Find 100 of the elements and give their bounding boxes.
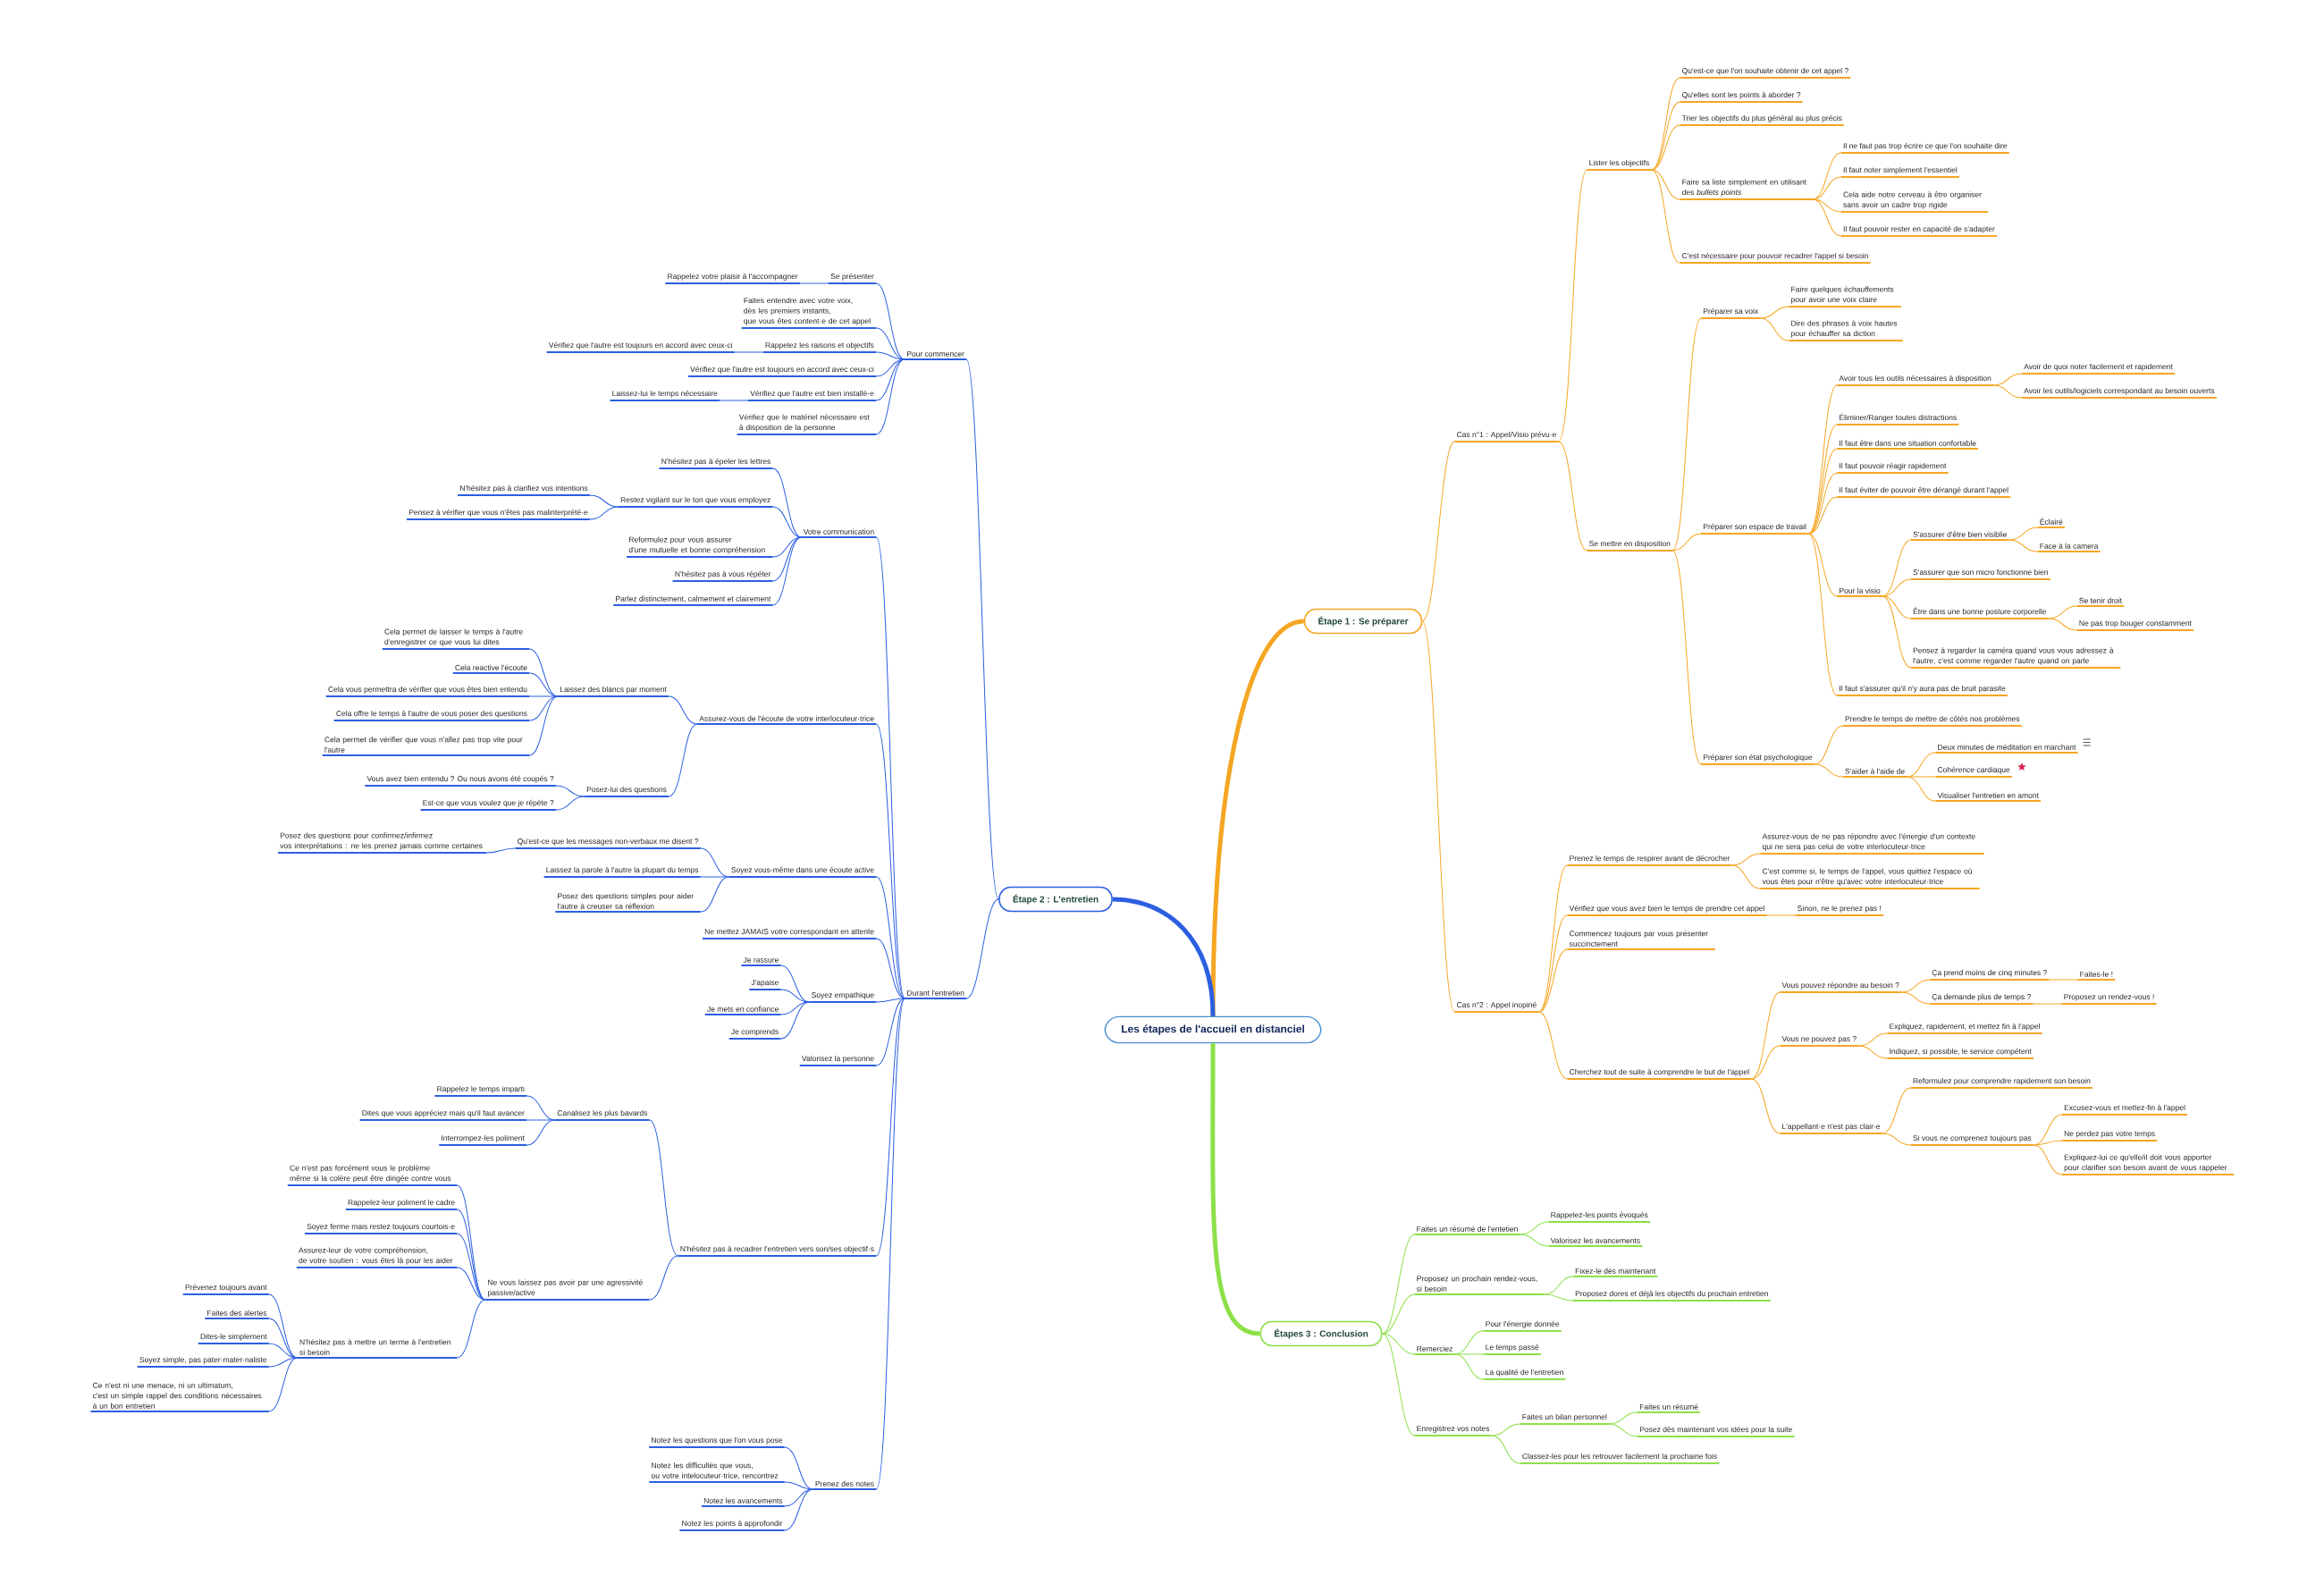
- connector-line: [780, 1001, 810, 1040]
- connector-line: [2049, 979, 2078, 981]
- connector-line: [526, 1119, 556, 1146]
- connector-line: [1544, 1276, 1574, 1295]
- topic-label: Je comprends: [728, 1028, 782, 1040]
- topic-label: Reformulez pour vous assurer d'une mutuelle et bonne compréhension: [626, 536, 774, 558]
- topic-label: Cas n°2 : Appel inopiné: [1453, 1001, 1540, 1013]
- branch-box: Étapes 3 : Conclusion: [1259, 1320, 1383, 1347]
- topic-label: Parlez distinctement, calmement et clairement: [612, 595, 774, 606]
- topic-label: Je rassure: [740, 956, 782, 966]
- connector-line: [1807, 533, 1838, 597]
- topic-label: C'est comme si, le temps de l'appel, vous quittiez l'espace où vous êtes pour n'être qu'avec votre interlocuteur·trice: [1759, 868, 1981, 889]
- topic-label: Prenez le temps de respirer avant de décrocher: [1566, 855, 1733, 866]
- connector-line: [1882, 1087, 1912, 1134]
- connector-line: [965, 358, 999, 900]
- topic-label: Pour l'énergie donnée: [1482, 1320, 1562, 1332]
- connector-line: [1671, 317, 1702, 552]
- topic-label: Qu'elles sont les points à aborder ?: [1679, 91, 1804, 103]
- topic-label: Pour commencer: [904, 350, 968, 360]
- topic-label: La qualité de l'entretien: [1482, 1369, 1567, 1380]
- connector-line: [668, 723, 698, 797]
- topic-label: Cela permet de vérifier que vous n'allez pas trop vite pour l'autre: [321, 736, 531, 756]
- topic-label: Durant l'entretien: [904, 990, 968, 999]
- connector-line: [1759, 306, 1789, 319]
- topic-label: Il faut pouvoir réagir rapidement: [1836, 462, 1949, 474]
- connector-line: [772, 467, 802, 538]
- connector-line: [780, 1001, 810, 1015]
- connector-line: [799, 282, 829, 284]
- topic-label: Soyez empathique: [808, 991, 878, 1003]
- topic-label: Être dans une bonne posture corporelle: [1909, 607, 2050, 619]
- branch-line: [1112, 897, 1216, 1016]
- topic-label: Restez vigilant sur le ton que vous employez: [617, 496, 774, 508]
- connector-line: [2008, 539, 2039, 552]
- topic-label: Faire sa liste simplement en utilisant des bullets points: [1679, 179, 1814, 200]
- connector-line: [1544, 1293, 1574, 1301]
- connector-line: [668, 695, 698, 725]
- connector-line: [1650, 169, 1680, 200]
- connector-line: [1814, 725, 1844, 765]
- topic-label: Notez les difficultés que vous, ou votre intelocuteur·trice, rencontrez: [648, 1462, 786, 1483]
- topic-label: Rappelez votre plaisir à l'accompagner: [664, 273, 801, 284]
- topic-label: Enregistrez vos notes: [1413, 1425, 1493, 1436]
- connector-line: [589, 506, 619, 520]
- topic-label: Trier les objectifs du plus général au plus précis: [1679, 114, 1845, 126]
- connector-line: [1906, 776, 1936, 802]
- connector-line: [875, 282, 905, 360]
- connector-line: [1520, 1221, 1549, 1235]
- connector-line: [1992, 384, 2023, 399]
- topic-label: Préparer sa voix: [1700, 307, 1762, 319]
- connector-line: [1608, 1411, 1638, 1425]
- topic-label: Est-ce que vous voulez que je répète ?: [419, 799, 557, 811]
- topic-label: Faites des alertes: [204, 1310, 270, 1319]
- topic-label: Cas n°1 : Appel/Visio prévu·e: [1453, 431, 1560, 442]
- topic-label: L'appellant·e n'est pas clair·e: [1779, 1123, 1883, 1134]
- topic-label: Laissez des blancs par moment: [557, 686, 670, 697]
- connector-line: [875, 998, 905, 1257]
- connector-line: [875, 876, 905, 999]
- connector-line: [1812, 176, 1842, 200]
- connector-line: [784, 1481, 814, 1490]
- topic-label: Éliminer/Ranger toutes distractions: [1836, 413, 1960, 425]
- topic-label: Cela aide notre cerveau à être organiser sans avoir un cadre trop rigide: [1840, 191, 1990, 213]
- topic-label: Prendre le temps de mettre de côtés nos problèmes: [1841, 715, 2023, 727]
- topic-label: N'hésitez pas à mettre un terme à l'entretien si besoin: [296, 1339, 459, 1359]
- topic-label: Assurez-vous de l'écoute de votre interlocuteur·trice: [696, 715, 878, 725]
- connector-line: [1557, 441, 1587, 552]
- topic-label: Commencez toujours par vous présenter succinctement: [1566, 930, 1716, 950]
- connector-line: [485, 847, 516, 854]
- topic-label: Dites que vous appréciez mais qu'il faut avancer: [358, 1109, 528, 1121]
- topic-label: Ce n'est pas forcément vous le problème même si la colère peut être dirigée contre vous: [286, 1165, 459, 1186]
- topic-label: Il faut pouvoir rester en capacité de s'adapter: [1840, 225, 1998, 237]
- topic-label: Dire des phrases à voix hautes pour échauffer sa diction: [1788, 320, 1904, 341]
- topic-label: Cela vous permettra de vérifier que vous êtes bien entendu: [324, 686, 531, 697]
- connector-line: [1992, 373, 2023, 386]
- connector-line: [1882, 595, 1912, 619]
- topic-label: Il ne faut pas trop écrire ce que l'on souhaite dire: [1840, 142, 2010, 154]
- topic-label: Posez des questions simples pour aider l'autre à creuser sa réflexion: [554, 893, 702, 913]
- connector-line: [700, 876, 730, 913]
- connector-line: [2048, 605, 2078, 619]
- topic-label: Expliquez-lui ce qu'elle/il doit vous apporter pour clarifier son besoin avant de vous rappeler: [2060, 1154, 2236, 1175]
- connector-line: [1730, 864, 1761, 889]
- connector-line: [1814, 763, 1844, 778]
- topic-label: Vérifiez que vous avez bien le temps de prendre cet appel: [1566, 905, 1768, 916]
- topic-label: Reformulez pour comprendre rapidement son besoin: [1909, 1077, 2093, 1089]
- topic-label: Proposez un prochain rendez-vous, si besoin: [1413, 1276, 1545, 1295]
- connector-line: [649, 1255, 679, 1301]
- connector-line: [1807, 448, 1838, 535]
- connector-line: [1807, 533, 1838, 696]
- topic-label: Notez les avancements: [701, 1497, 786, 1507]
- connector-line: [1421, 441, 1455, 622]
- topic-label: Laissez-lui le temps nécessaire: [609, 390, 720, 401]
- connector-line: [1650, 124, 1680, 171]
- connector-line: [784, 1488, 814, 1507]
- connector-line: [875, 998, 905, 1490]
- topic-label: Rappelez les raisons et objectifs: [762, 341, 877, 353]
- connector-line: [2048, 618, 2078, 631]
- topic-label: Canalisez les plus bavards: [554, 1109, 651, 1121]
- connector-line: [1650, 169, 1680, 264]
- connector-line: [268, 1343, 299, 1359]
- connector-line: [1812, 198, 1842, 213]
- topic-label: Cohérence cardiaque: [1934, 766, 2013, 778]
- connector-line: [1759, 317, 1789, 341]
